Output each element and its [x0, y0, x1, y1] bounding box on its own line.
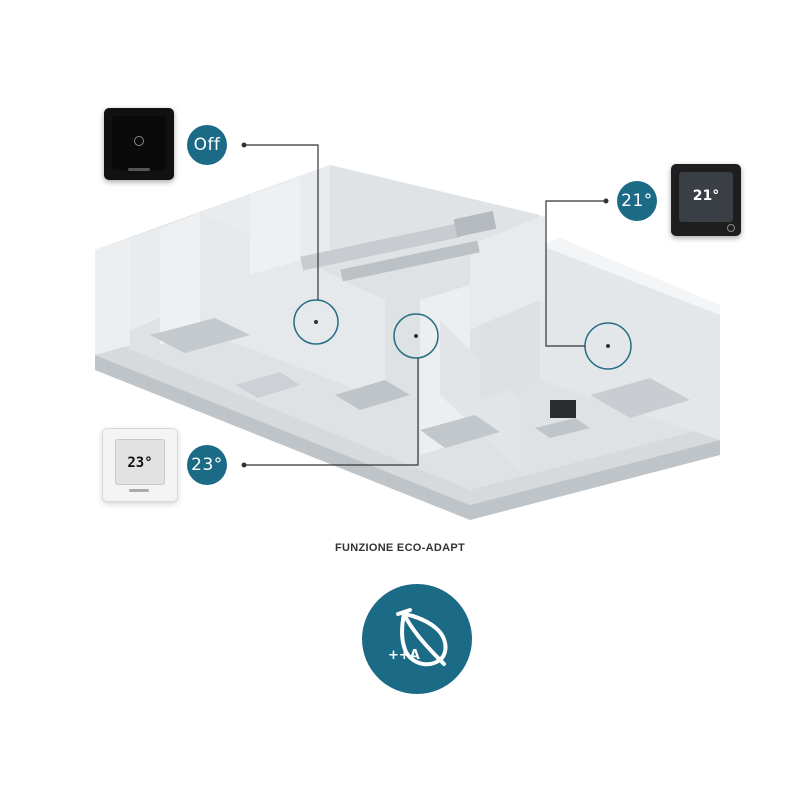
duct-unit — [453, 211, 497, 237]
furniture-sofa-left — [150, 318, 250, 353]
furniture-sofa-center — [420, 415, 500, 448]
power-icon — [727, 224, 735, 232]
white-lcd-thermostat: 23° — [102, 428, 178, 502]
power-icon — [134, 136, 144, 146]
sensor-dot-1 — [314, 320, 318, 324]
connector-23 — [244, 358, 419, 466]
black-touch-thermostat — [104, 108, 174, 180]
furniture-table — [335, 380, 410, 410]
furniture-tub — [235, 372, 300, 398]
wall-interior-1 — [160, 212, 200, 345]
thermostat-screen-value: 21° — [692, 188, 720, 204]
sensor-dot-3 — [606, 344, 610, 348]
connector-21-end — [603, 198, 609, 204]
wall-right-back — [540, 238, 720, 315]
connector-off — [244, 144, 319, 300]
sensor-ring-2 — [393, 313, 439, 359]
eco-adapt-badge: ++A — [362, 584, 472, 694]
thermostat-screen — [115, 439, 165, 485]
color-screen-thermostat: 21° — [671, 164, 741, 236]
wall-interior-2 — [200, 212, 385, 400]
duct-2 — [340, 240, 480, 282]
eco-badge-text: ++A — [388, 648, 420, 663]
connector-21 — [545, 200, 606, 347]
brand-logo-icon — [129, 489, 149, 492]
wall-interior-6 — [470, 215, 545, 330]
furniture-tv — [550, 400, 576, 418]
wall-left-outer — [95, 238, 130, 355]
eco-leaf-icon — [396, 608, 448, 667]
wall-interior-7 — [480, 300, 540, 400]
sensor-ring-1 — [293, 299, 339, 345]
status-bubble-off: Off — [187, 125, 227, 165]
feature-title: FUNZIONE ECO-ADAPT — [334, 542, 466, 554]
thermostat-screen-value: 23° — [127, 455, 153, 471]
status-bubble-23: 23° — [187, 445, 227, 485]
sensor-dot-2 — [414, 334, 418, 338]
floor-slab-edge — [95, 355, 720, 520]
furniture-tv-stand — [535, 418, 590, 438]
wall-interior-3 — [250, 178, 300, 275]
status-bubble-21: 21° — [617, 181, 657, 221]
apartment-floor-plan — [95, 142, 720, 520]
furniture-bed — [590, 378, 690, 418]
wall-right-room — [540, 245, 720, 440]
connector-off-end — [241, 142, 247, 148]
brand-logo-icon — [128, 168, 150, 171]
thermostat-screen — [679, 172, 733, 222]
duct-1 — [300, 223, 460, 271]
connector-23-end — [241, 462, 247, 468]
